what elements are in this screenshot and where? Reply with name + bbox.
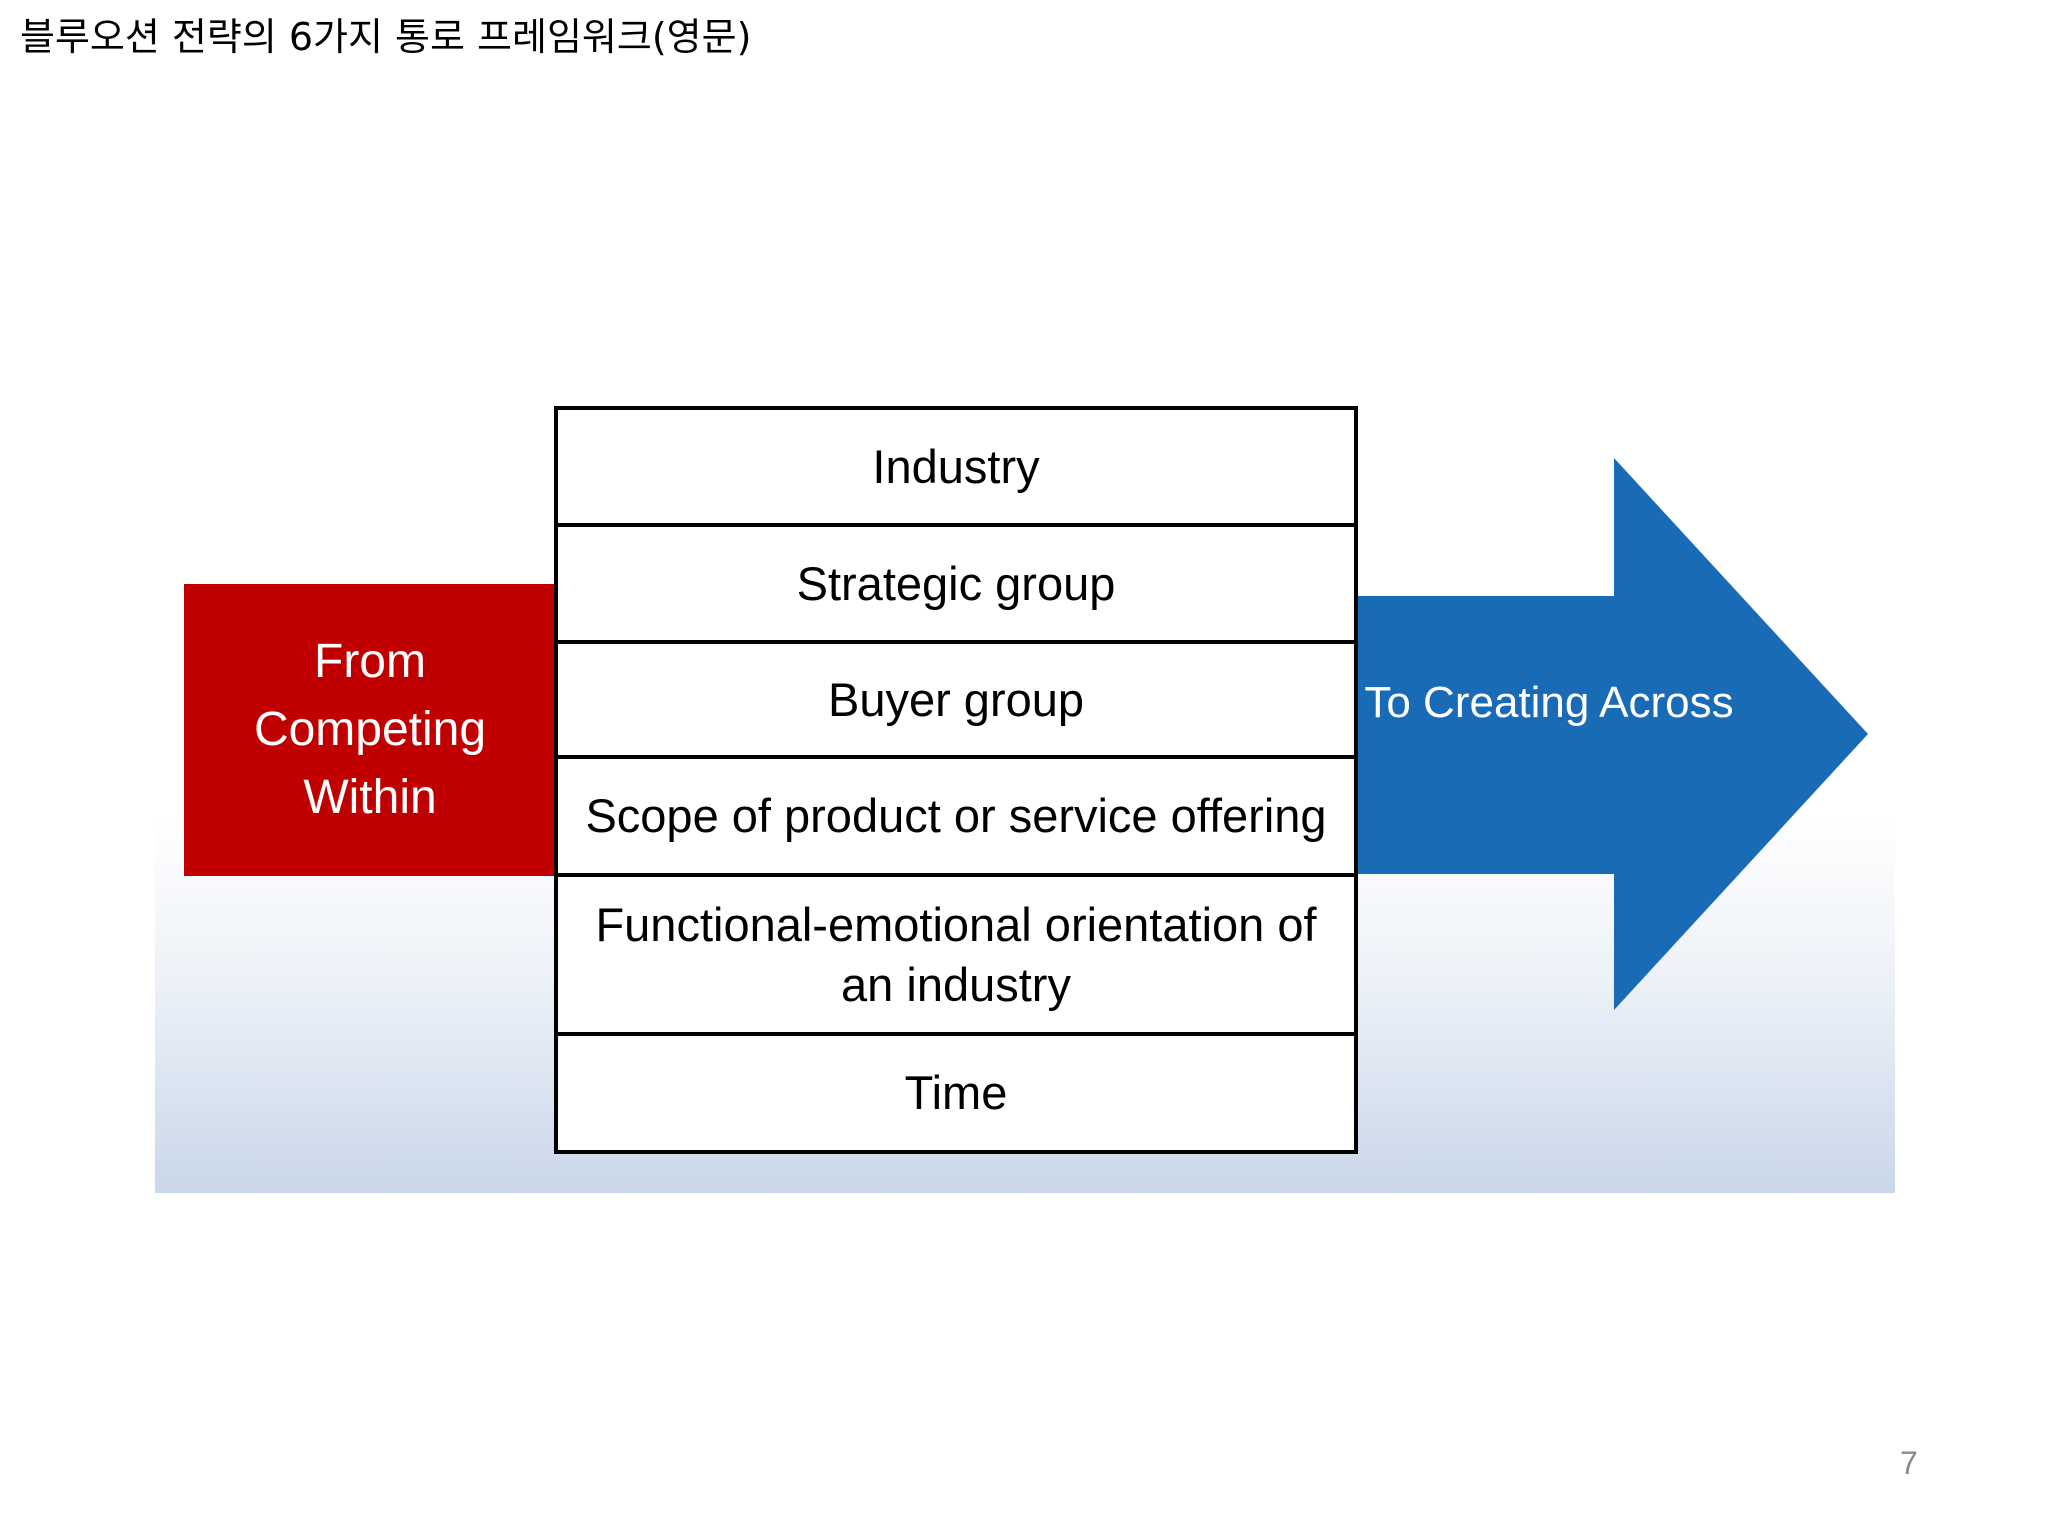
from-competing-within-box: From Competing Within	[184, 584, 556, 876]
path-time: Time	[904, 1066, 1008, 1119]
path-functional-emotional: Functional-emotional orientation of an i…	[558, 877, 1354, 1036]
to-label: To Creating Across	[1364, 678, 1734, 727]
path-strategic-group: Strategic group	[558, 527, 1354, 644]
six-paths-stack: Industry Strategic group Buyer group Sco…	[554, 406, 1358, 1154]
path-scope-of-offering: Scope of product or service offering	[558, 759, 1354, 877]
arrow-shape	[1356, 458, 1868, 1010]
slide-title: 블루오션 전략의 6가지 통로 프레임워크(영문)	[20, 15, 752, 59]
page-number: 7	[1900, 1445, 1918, 1481]
path-industry: Industry	[558, 410, 1354, 527]
path-buyer-group: Buyer group	[558, 644, 1354, 759]
from-label: From Competing Within	[253, 635, 487, 824]
